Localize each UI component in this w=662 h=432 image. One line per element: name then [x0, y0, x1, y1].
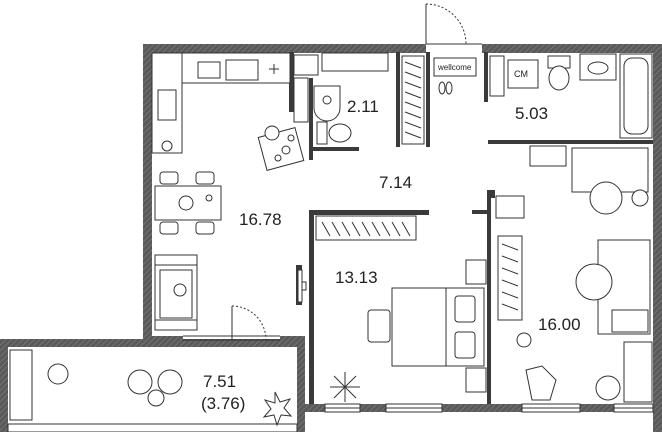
room-area-hall: 7.14 — [379, 173, 413, 192]
exterior-walls — [0, 44, 662, 432]
room-area-bathroom: 2.11 — [347, 97, 379, 116]
balcony-furniture — [9, 349, 293, 427]
room-area-balcony-reduced: (3.76) — [201, 394, 246, 413]
room-area-bedroom: 13.13 — [335, 268, 378, 287]
partition — [491, 190, 495, 198]
door-mat — [433, 57, 477, 95]
entrance-door — [425, 3, 482, 45]
sofa — [154, 254, 198, 331]
tv — [297, 269, 307, 303]
windows — [7, 403, 654, 432]
kitchen-counter — [151, 52, 291, 154]
play-mat — [257, 125, 305, 171]
bedroom-2-furniture — [495, 145, 653, 403]
hall-wardrobe — [401, 55, 425, 145]
interior-walls — [289, 52, 653, 404]
door-mat-label: wellcome — [438, 63, 472, 72]
room-area-bathroom-2: 5.03 — [515, 104, 549, 123]
bedroom-furniture — [315, 215, 487, 402]
dining-table — [154, 171, 222, 235]
balcony-door — [183, 305, 280, 341]
room-area-balcony: 7.51 — [203, 372, 237, 391]
room-area-bedroom-2: 16.00 — [538, 315, 581, 334]
washer-label: CM — [514, 69, 528, 79]
room-area-kitchen-living: 16.78 — [239, 210, 282, 229]
bathroom-large-fixtures — [489, 53, 653, 139]
bathroom-small-fixtures — [293, 52, 389, 145]
